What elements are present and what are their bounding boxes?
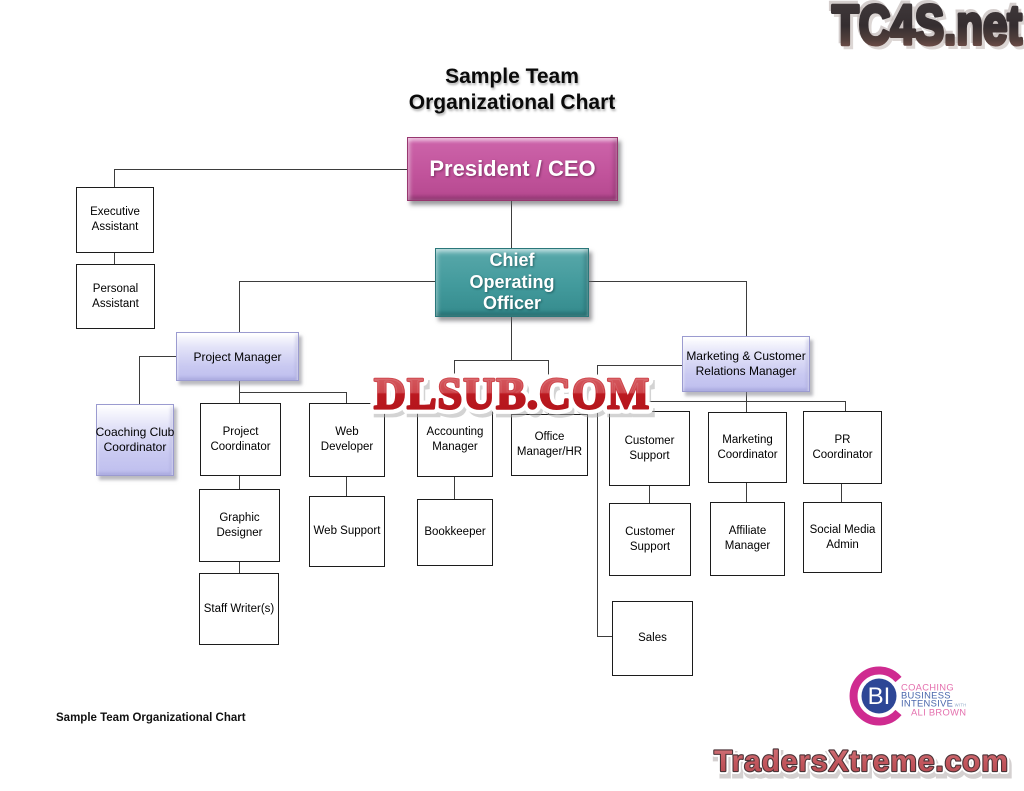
svg-text:ALI BROWN: ALI BROWN xyxy=(911,707,966,718)
svg-text:DLSUB.COM: DLSUB.COM xyxy=(374,369,650,418)
svg-text:TC4S.net: TC4S.net xyxy=(832,0,1022,56)
svg-text:BUSINESS: BUSINESS xyxy=(901,690,951,701)
svg-text:TradersXtreme.com: TradersXtreme.com xyxy=(716,749,1010,782)
svg-text:DLSUB.COM: DLSUB.COM xyxy=(374,369,650,418)
svg-text:COACHING: COACHING xyxy=(901,682,954,693)
svg-text:TC4S.net: TC4S.net xyxy=(835,0,1024,56)
svg-text:DLSUB.COM: DLSUB.COM xyxy=(374,369,650,418)
svg-text:INTENSIVE WITH: INTENSIVE WITH xyxy=(901,698,967,709)
svg-text:DLSUB.COM: DLSUB.COM xyxy=(377,374,653,423)
svg-text:TradersXtreme.com: TradersXtreme.com xyxy=(714,745,1008,778)
svg-text:TradersXtreme.com: TradersXtreme.com xyxy=(714,745,1008,778)
svg-text:BI: BI xyxy=(868,683,891,710)
svg-text:TC4S.net: TC4S.net xyxy=(830,0,1020,53)
